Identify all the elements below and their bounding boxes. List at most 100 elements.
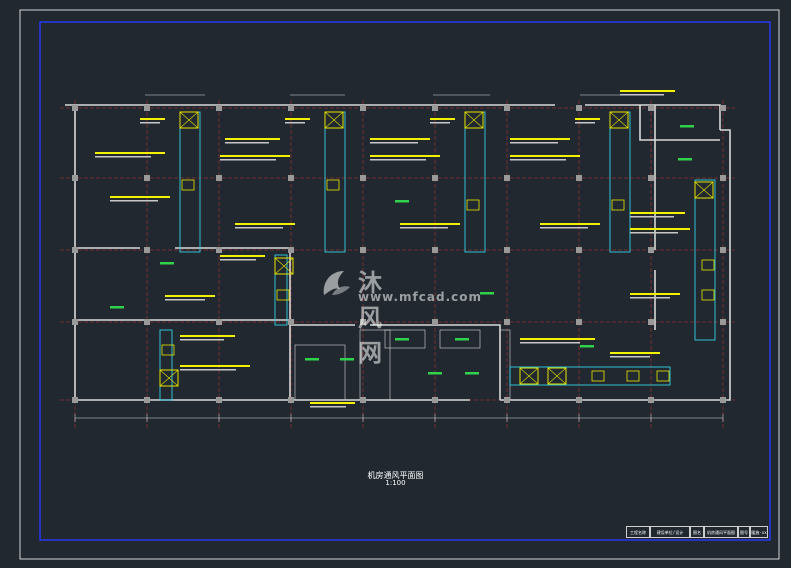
fan-unit [694,181,714,199]
note-text-line [180,369,236,371]
note-text-line [180,335,235,337]
column [720,319,726,325]
note-text-line [610,356,650,358]
watermark-url: www.mfcad.com [358,290,482,304]
diffuser [181,179,195,191]
columns [72,105,726,403]
diffuser [656,370,670,382]
column [216,105,222,111]
title-block-cell: 图号 [738,526,750,538]
room-label [680,125,694,128]
fan-unit [274,257,294,275]
fan-mark [609,111,629,129]
column [144,397,150,403]
note-text-line [310,402,355,404]
room-label [340,358,354,361]
diffuser [591,370,605,382]
note-text-line [575,122,595,124]
note-text-line [110,196,170,198]
drawing-scale: 1:100 [385,479,406,487]
note-text-line [110,200,158,202]
title-block-cell: 图名 [690,526,704,538]
note-text-line [220,155,290,157]
room-label [160,262,174,265]
column [576,397,582,403]
column [288,247,294,253]
note-text-line [430,122,450,124]
note-text-line [400,227,448,229]
note-text-line [520,338,595,340]
column [720,247,726,253]
watermark-brand: 沐风网 [358,269,386,367]
note-text-line [630,232,678,234]
room-labels [110,125,694,375]
title-block-cell: 工程名称 [626,526,650,538]
column [504,247,510,253]
note-text-line [630,228,690,230]
note-text-line [235,223,295,225]
duct-run [464,111,486,253]
room-label [395,338,409,341]
column [648,247,654,253]
column [504,105,510,111]
note-text-line [575,118,600,120]
room-label [480,292,494,295]
note-text-line [630,297,670,299]
room-label [678,158,692,161]
fan-unit [609,111,629,129]
column [72,397,78,403]
note-text-line [95,156,151,158]
diffuser [701,259,715,271]
column [72,247,78,253]
column [360,175,366,181]
note-text-line [220,255,265,257]
column [432,319,438,325]
column [432,105,438,111]
column [216,175,222,181]
column [648,397,654,403]
note-text-line [180,339,224,341]
column [288,105,294,111]
column [432,397,438,403]
axis-grid [60,100,735,430]
column [504,175,510,181]
note-text-line [540,227,588,229]
note-text-line [165,299,205,301]
column [288,319,294,325]
duct-run [694,179,716,341]
annotation-labels [95,90,690,408]
note-text-line [510,155,580,157]
diffuser [326,179,340,191]
note-text-line [620,94,664,96]
room-label [395,200,409,203]
column [576,319,582,325]
fan-mark [694,181,714,199]
diffuser [161,344,175,356]
column [432,247,438,253]
column [144,175,150,181]
fan-unit [519,367,539,385]
column [72,105,78,111]
outer-frame [19,9,780,560]
room-label [110,306,124,309]
column [72,319,78,325]
fan-unit [547,367,567,385]
note-text-line [180,365,250,367]
bottom-dimension-line [74,414,724,422]
fan-mark [274,257,294,275]
diffuser [466,199,480,211]
note-text-line [140,122,160,124]
fan-unit [324,111,344,129]
note-text-line [630,212,685,214]
note-text-line [370,159,426,161]
column [576,247,582,253]
column [504,397,510,403]
column [648,319,654,325]
duct-run [324,111,346,253]
column [72,175,78,181]
duct-run [509,366,671,386]
column [720,105,726,111]
note-text-line [620,90,675,92]
note-text-line [540,223,600,225]
